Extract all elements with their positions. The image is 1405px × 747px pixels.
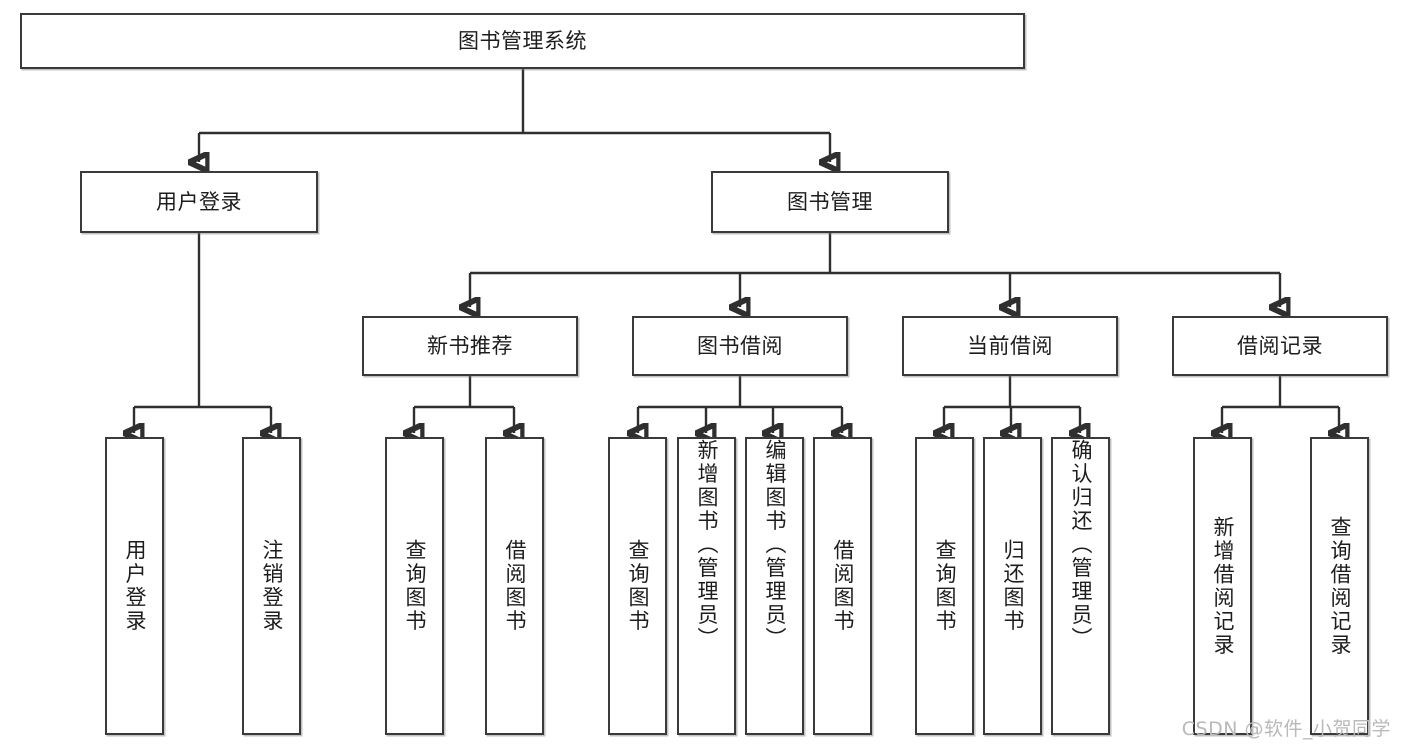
node-label: 归还图书 [1001, 539, 1025, 633]
leaf-query-book-borrow[interactable]: 查询图书 [608, 437, 667, 735]
node-label: 用户登录 [156, 189, 242, 214]
node-book-borrow[interactable]: 图书借阅 [632, 316, 848, 376]
leaf-borrow-book-recommend[interactable]: 借阅图书 [485, 437, 544, 735]
node-new-book-recommend[interactable]: 新书推荐 [362, 316, 578, 376]
node-label: 查询图书 [933, 539, 957, 633]
node-label: 借阅图书 [831, 539, 855, 633]
node-label: 查询借阅记录 [1328, 515, 1352, 657]
node-borrow-record[interactable]: 借阅记录 [1172, 316, 1388, 376]
node-label: 查询图书 [403, 539, 427, 633]
node-label: 图书管理 [787, 189, 873, 214]
node-label: 确认归还（管理员） [1069, 439, 1093, 651]
node-book-management[interactable]: 图书管理 [711, 171, 949, 233]
leaf-edit-book-admin[interactable]: 编辑图书（管理员） [745, 437, 804, 735]
leaf-add-book-admin[interactable]: 新增图书（管理员） [677, 437, 736, 735]
node-label: 图书管理系统 [458, 28, 587, 53]
node-label: 借阅图书 [503, 539, 527, 633]
node-label: 用户登录 [123, 539, 147, 633]
node-label: 图书借阅 [697, 333, 783, 358]
leaf-return-book[interactable]: 归还图书 [983, 437, 1042, 735]
watermark-text: CSDN @软件_小贺同学 [1181, 718, 1391, 740]
leaf-logout[interactable]: 注销登录 [242, 437, 301, 735]
node-label: 注销登录 [260, 539, 284, 633]
node-label: 当前借阅 [967, 333, 1053, 358]
leaf-add-borrow-record[interactable]: 新增借阅记录 [1193, 437, 1252, 735]
leaf-borrow-book[interactable]: 借阅图书 [813, 437, 872, 735]
leaf-query-borrow-record[interactable]: 查询借阅记录 [1310, 437, 1369, 735]
node-label: 查询图书 [626, 539, 650, 633]
node-current-borrow[interactable]: 当前借阅 [902, 316, 1118, 376]
node-label: 新增图书（管理员） [695, 439, 719, 651]
leaf-query-book-current[interactable]: 查询图书 [915, 437, 974, 735]
leaf-confirm-return-admin[interactable]: 确认归还（管理员） [1051, 437, 1110, 735]
node-label: 新书推荐 [427, 333, 513, 358]
node-label: 借阅记录 [1237, 333, 1323, 358]
leaf-query-book-recommend[interactable]: 查询图书 [385, 437, 444, 735]
node-label: 新增借阅记录 [1211, 515, 1235, 657]
node-user-login[interactable]: 用户登录 [80, 171, 318, 233]
leaf-user-login[interactable]: 用户登录 [105, 437, 164, 735]
node-label: 编辑图书（管理员） [763, 439, 787, 651]
node-root-system[interactable]: 图书管理系统 [20, 13, 1025, 69]
